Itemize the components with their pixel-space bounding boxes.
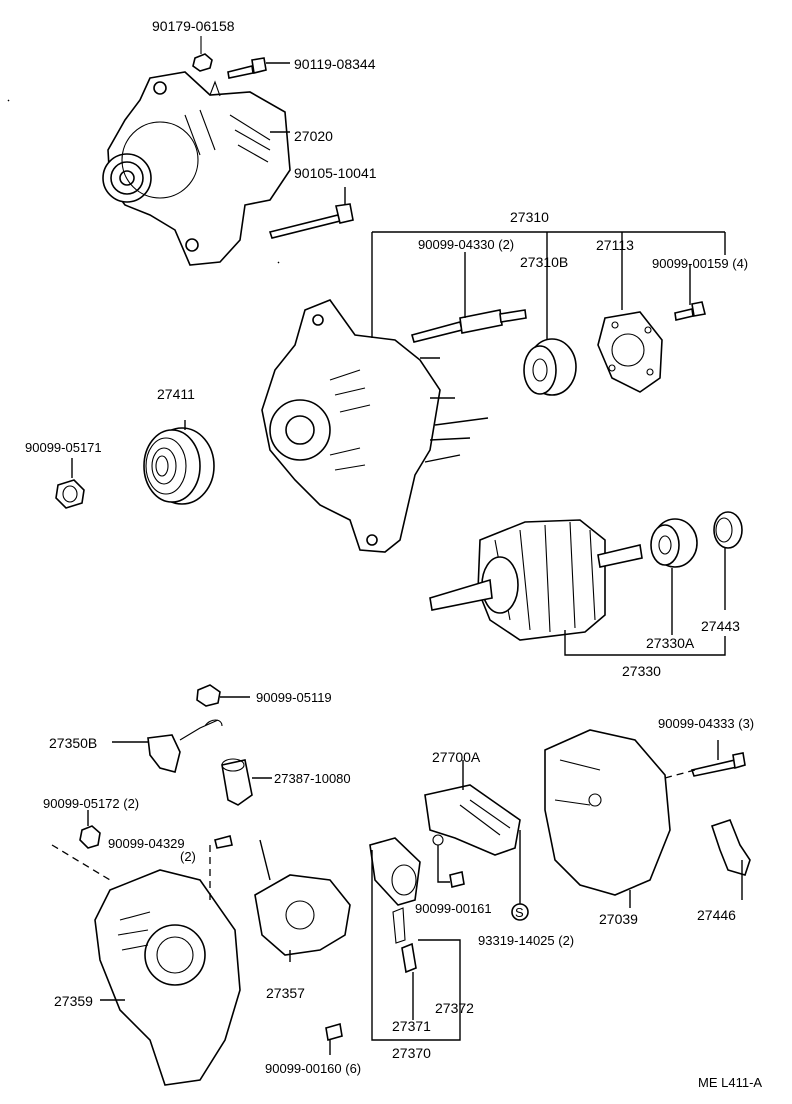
clip-27446-illustration: [710, 819, 751, 876]
bolt-90099-04333-illustration: [690, 752, 746, 777]
label-27020: 27020: [294, 128, 333, 144]
insulator-27387-10080-illustration: [221, 758, 272, 806]
label-27700a: 27700A: [432, 749, 481, 765]
label-90099-04329-qty: (2): [180, 849, 196, 864]
label-90099-04333: 90099-04333 (3): [658, 716, 754, 731]
label-90179-06158: 90179-06158: [152, 18, 235, 34]
label-27443: 27443: [701, 618, 740, 634]
label-27372: 27372: [435, 1000, 474, 1016]
bearing-cover-27443-illustration: [713, 511, 743, 549]
label-27113: 27113: [596, 237, 634, 253]
bearing-27330a-illustration: [650, 518, 698, 568]
label-27330: 27330: [622, 663, 661, 679]
label-90105-10041: 90105-10041: [294, 165, 377, 181]
bolt-90099-04329-illustration: [214, 835, 233, 849]
nut-90179-06158-illustration: [192, 36, 213, 72]
label-90099-00161: 90099-00161: [415, 901, 492, 916]
bolt-90119-08344-illustration: [227, 57, 290, 79]
label-27446: 27446: [697, 907, 736, 923]
label-90099-00159: 90099-00159 (4): [652, 256, 748, 271]
label-27310b: 27310B: [520, 254, 568, 270]
label-90099-04330: 90099-04330 (2): [418, 237, 514, 252]
rear-end-cover-27039-illustration: [544, 729, 671, 896]
washer-93319-14025-icon: S: [511, 903, 529, 921]
drive-end-frame-illustration: [261, 299, 489, 553]
label-93319-14025: 93319-14025 (2): [478, 933, 574, 948]
terminal-insulator-27350b-illustration: [112, 719, 223, 773]
regulator-27700a-illustration: [424, 784, 521, 856]
bolt-90105-10041-illustration: [268, 187, 354, 239]
label-27330a: 27330A: [646, 635, 695, 651]
screw-90099-00161-illustration: [449, 871, 465, 888]
label-27370: 27370: [392, 1045, 431, 1061]
label-27357: 27357: [266, 985, 305, 1001]
rotor-assembly-illustration: [429, 519, 643, 641]
label-27350b: 27350B: [49, 735, 97, 751]
label-90099-05171: 90099-05171: [25, 440, 102, 455]
nut-90099-05172-illustration: [79, 810, 101, 849]
label-27371: 27371: [392, 1018, 431, 1034]
nut-90099-05171-illustration: [55, 458, 85, 509]
label-27411: 27411: [157, 386, 195, 402]
label-27359: 27359: [54, 993, 93, 1009]
stud-bolt-90099-04330-illustration: [411, 309, 527, 343]
label-90099-05172: 90099-05172 (2): [43, 796, 139, 811]
bearing-27310b-illustration: [523, 338, 577, 396]
label-27387-10080: 27387-10080: [274, 771, 351, 786]
label-90099-04329: 90099-04329: [108, 836, 185, 851]
alternator-assembly-illustration: [102, 71, 291, 266]
rectifier-end-frame-illustration: [94, 869, 241, 1086]
label-27310: 27310: [510, 209, 549, 225]
diagram-code: ME L411-A: [698, 1075, 762, 1090]
label-90099-05119: 90099-05119: [256, 690, 332, 705]
screw-90099-00160-illustration: [325, 1022, 343, 1042]
dashed-alignment-lines: [51, 769, 696, 900]
brush-holder-illustration: [369, 837, 421, 974]
rectifier-holder-27357-illustration: [254, 839, 351, 956]
screw-90099-00159-illustration: [674, 301, 706, 321]
label-90099-00160: 90099-00160 (6): [265, 1061, 361, 1076]
leader-lines: [100, 231, 743, 1055]
washer-marker-text: S: [515, 905, 524, 920]
nut-90099-05119-illustration: [196, 684, 250, 707]
pulley-27411-illustration: [143, 427, 215, 505]
bearing-retainer-27113-illustration: [597, 311, 663, 393]
label-27039: 27039: [599, 911, 638, 927]
label-90119-08344: 90119-08344: [294, 56, 376, 72]
part-labels: 90179-06158 90119-08344 27020 90105-1004…: [25, 18, 762, 1090]
